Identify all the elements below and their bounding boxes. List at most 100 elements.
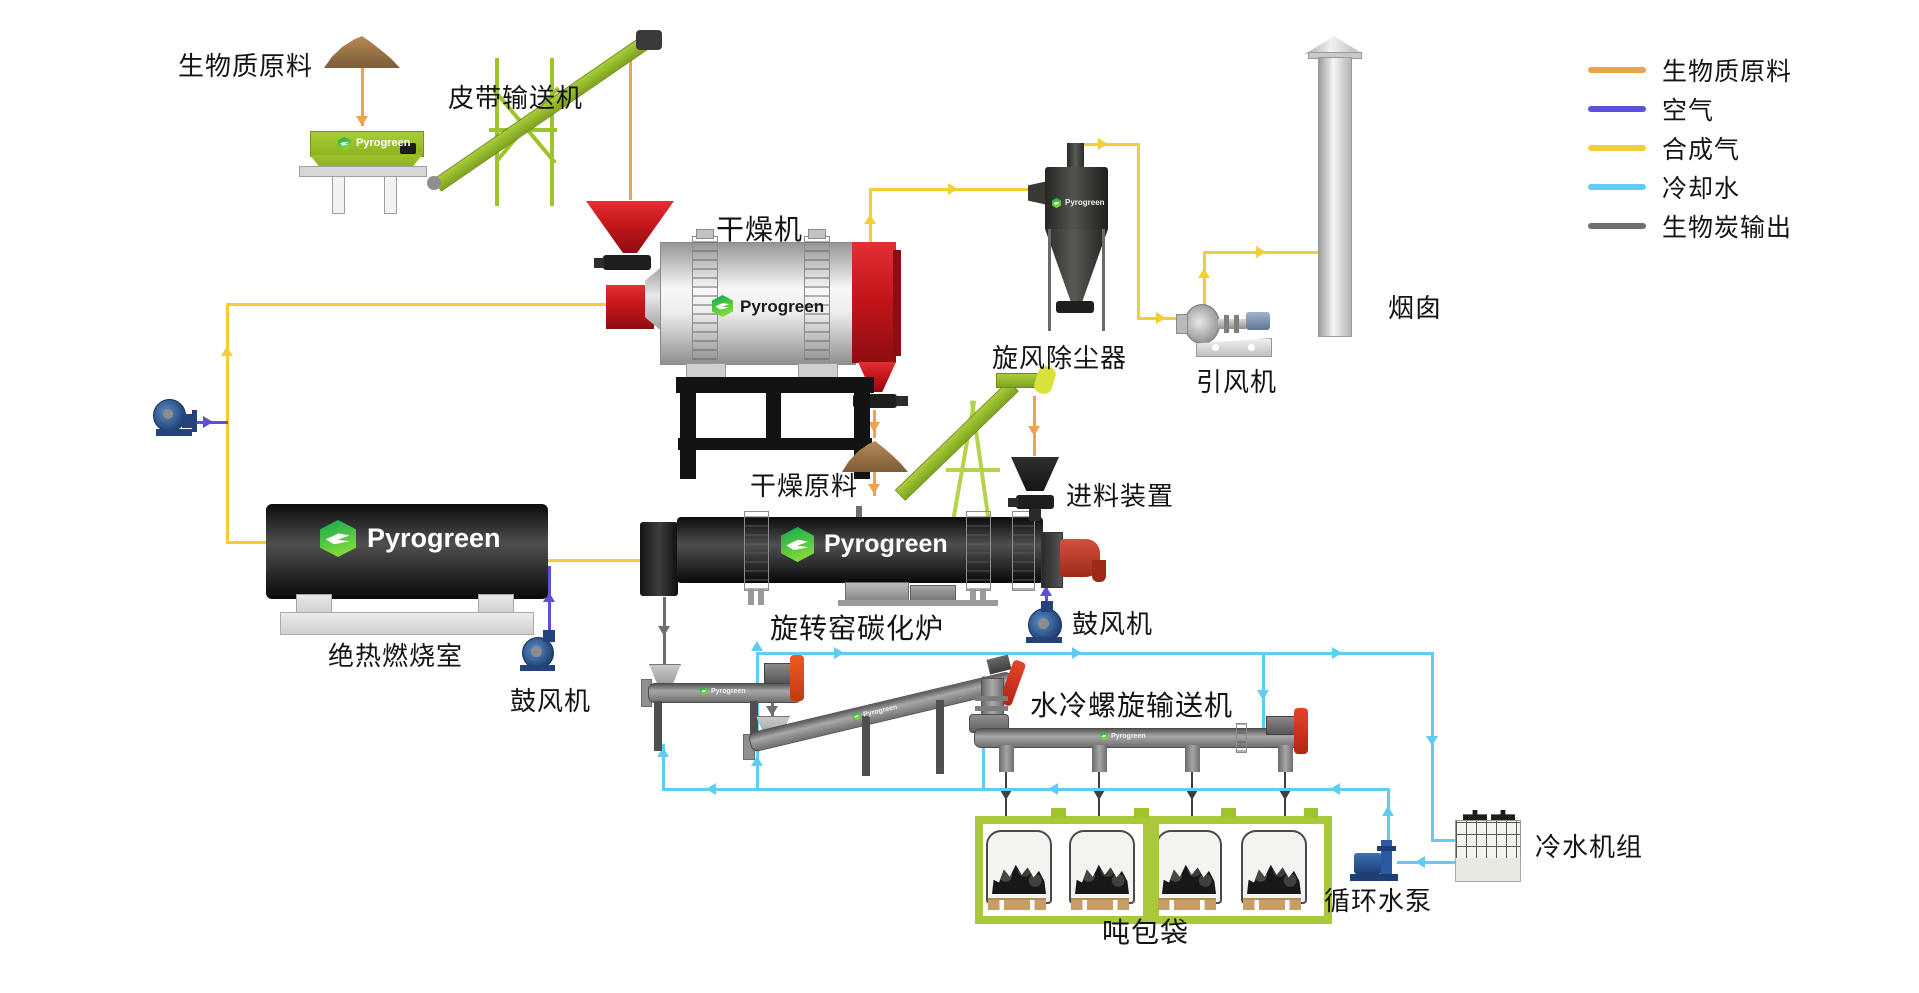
pipe-segment: [226, 303, 608, 306]
id-fan-coupling: [1224, 315, 1229, 333]
screw1-motor: [764, 663, 792, 684]
ton-bag: [986, 830, 1052, 904]
pipe-segment: [662, 744, 665, 790]
air-fan-hub: [163, 409, 173, 419]
flow-arrow: [1256, 246, 1266, 258]
dryer-discharge-valve-knob: [896, 396, 908, 406]
pipe-segment: [1137, 143, 1140, 320]
pyrogreen-hex-icon: [700, 687, 708, 695]
legend-label: 空气: [1662, 96, 1715, 125]
ton-bag-frame-tab: [1134, 808, 1149, 818]
pipe-segment: [757, 652, 1434, 655]
flow-arrow: [1048, 783, 1058, 795]
legend-label: 生物炭输出: [1662, 213, 1793, 242]
blower-right-hub: [1038, 618, 1049, 629]
label-blower-left: 鼓风机: [510, 686, 592, 716]
label-biomass-feed: 生物质原料: [178, 51, 314, 81]
pallet: [1071, 898, 1129, 910]
blower-right-outlet: [1041, 601, 1053, 612]
hopper-table: [299, 166, 427, 177]
id-fan-base-hole: [1248, 344, 1255, 351]
flow-arrow: [1415, 856, 1425, 868]
pipe-segment: [1431, 839, 1457, 842]
flow-arrow: [1000, 790, 1012, 800]
pyrogreen-hex-icon: [320, 520, 356, 557]
pyrogreen-hex-icon: [338, 137, 351, 150]
screw1-leg: [654, 701, 662, 751]
flow-arrow: [1098, 138, 1108, 150]
dryer-stand-leg: [680, 393, 696, 479]
pyrogreen-hex-icon: [1052, 198, 1061, 208]
feeding-device-valve: [1016, 495, 1054, 509]
pipe-segment: [226, 304, 229, 544]
legend-item-biomass: 生物质原料: [1588, 50, 1792, 89]
kiln-ring-leg: [970, 589, 976, 605]
id-fan-housing: [1184, 304, 1220, 344]
belt-conveyor-frame: [495, 58, 499, 206]
label-circulating-pump: 循环水泵: [1324, 886, 1433, 916]
label-belt-conveyor: 皮带输送机: [448, 83, 584, 113]
label-rotary-kiln: 旋转窑碳化炉: [770, 613, 945, 644]
cyclone-bottom-valve: [1056, 301, 1094, 313]
ton-bag: [1069, 830, 1135, 904]
ton-bag-frame-tab: [1304, 808, 1318, 818]
pyrogreen-wordmark: Pyrogreen: [1065, 198, 1105, 207]
legend-label: 冷却水: [1662, 174, 1741, 203]
label-chimney: 烟囱: [1388, 293, 1443, 323]
dryer-stand-leg: [766, 393, 781, 445]
flow-arrow: [1330, 783, 1340, 795]
screw2-leg: [862, 716, 870, 776]
flow-arrow: [1279, 790, 1291, 800]
legend: 生物质原料 空气 合成气 冷却水 生物炭输出: [1588, 50, 1792, 245]
flow-arrow: [751, 756, 763, 766]
pipe-segment: [1076, 143, 1140, 146]
kiln-drive-base: [838, 600, 998, 606]
flow-arrow: [948, 183, 958, 195]
dryer-stand-rail: [678, 438, 872, 450]
kiln-ring-leg: [748, 589, 754, 605]
ton-bag-frame: [1143, 816, 1332, 924]
flow-arrow: [543, 592, 555, 602]
flow-arrow: [221, 346, 233, 356]
flow-arrow: [751, 641, 763, 651]
label-blower-right: 鼓风机: [1072, 609, 1154, 639]
blower-right-fan: [1028, 608, 1062, 642]
dryer-discharge-end: [852, 242, 896, 363]
screw3-flange-ring: [1236, 723, 1247, 753]
pyrogreen-logo: Pyrogreen: [781, 527, 948, 562]
kiln-ring-leg: [980, 589, 986, 605]
label-cyclone: 旋风除尘器: [992, 343, 1128, 373]
label-ton-bags: 吨包袋: [1102, 917, 1190, 948]
label-combustion-chamber: 绝热燃烧室: [328, 641, 464, 671]
screw2-leg: [936, 700, 944, 774]
flow-arrow: [1156, 312, 1166, 324]
screw1-drive-disc: [790, 655, 804, 701]
pyrogreen-hex-icon: [781, 527, 814, 562]
screw3-chute: [1092, 745, 1107, 772]
flow-arrow: [1072, 647, 1082, 659]
ton-bag: [1156, 830, 1222, 904]
flow-arrow: [864, 214, 876, 224]
pipe-segment: [1431, 652, 1434, 842]
screw1-leg: [750, 701, 758, 751]
dryer-rotary-valve: [603, 255, 651, 270]
flow-arrow: [1040, 586, 1052, 596]
pipe-segment: [662, 788, 1390, 791]
flow-arrow: [1426, 736, 1438, 746]
flow-arrow: [1186, 790, 1198, 800]
pipe-segment: [1387, 788, 1390, 848]
label-induced-draft-fan: 引风机: [1196, 367, 1278, 397]
dryer-ring-tab: [808, 229, 826, 239]
flow-arrow: [1028, 426, 1040, 436]
legend-item-coolwater: 冷却水: [1588, 167, 1792, 206]
label-dryer: 干燥机: [716, 214, 804, 245]
kiln-drum: [677, 517, 1043, 583]
pipe-segment: [629, 48, 632, 200]
screw3-chute: [1278, 745, 1293, 772]
kiln-ring: [744, 511, 769, 591]
flow-arrow: [766, 706, 778, 716]
pyrogreen-wordmark: Pyrogreen: [1111, 732, 1146, 740]
air-fan-base: [156, 429, 192, 436]
legend-swatch-syngas: [1588, 144, 1646, 151]
chiller-fan: [1491, 810, 1515, 821]
